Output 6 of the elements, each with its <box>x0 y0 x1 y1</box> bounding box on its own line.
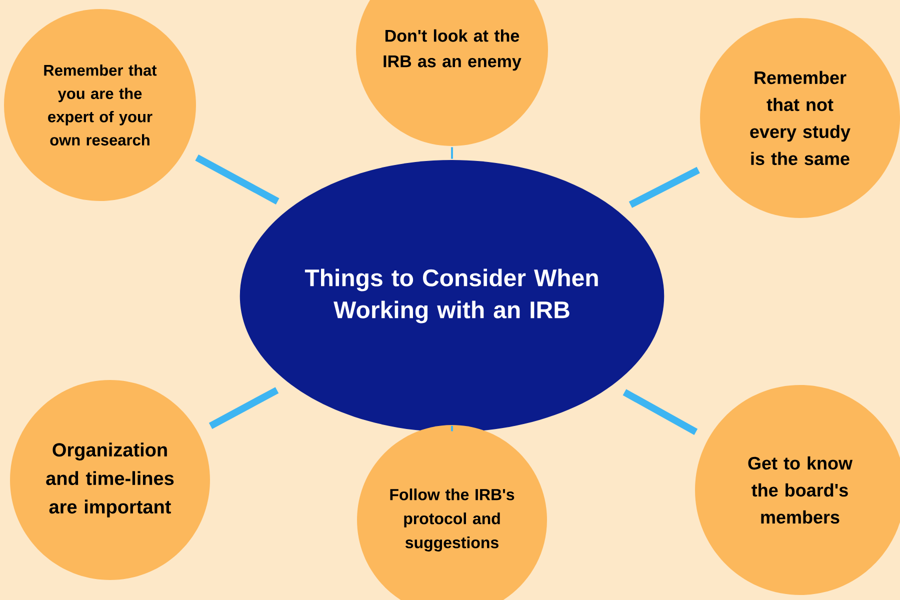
connector-line <box>451 426 453 432</box>
connector-line <box>622 389 698 436</box>
connector-line <box>195 154 280 204</box>
connector-line <box>451 147 453 159</box>
connector-line <box>208 387 279 429</box>
connector-line <box>628 166 700 208</box>
